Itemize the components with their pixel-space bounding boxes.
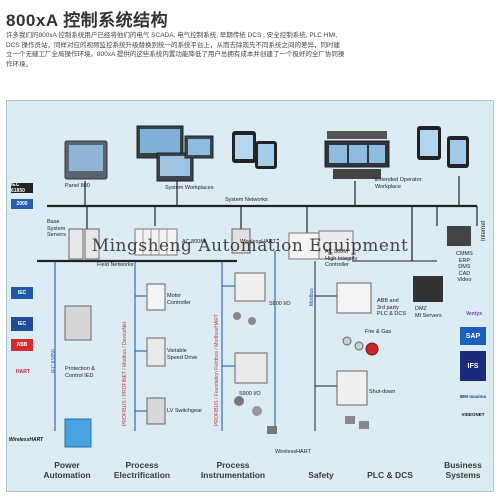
- panel800-label: Panel 800: [65, 183, 90, 189]
- server-icon: [68, 228, 84, 260]
- motor-controller-label: Motor Controller: [167, 293, 191, 306]
- system-workplaces-label: System Workplaces: [165, 185, 214, 191]
- switchgear-icon: [146, 397, 166, 425]
- dmz-label: DMZ MI Servers: [415, 306, 442, 319]
- category-business-systems: Business Systems: [444, 460, 482, 480]
- shutdown-label: Shut-down: [369, 389, 396, 395]
- profibus-left-vertical-label: PROFIBUS / PROFINET / Modbus / DeviceNet: [122, 321, 128, 426]
- logo-ifs: IFS: [460, 351, 486, 381]
- s900-io-label: S900 I/O: [239, 391, 261, 397]
- dmz-server-icon: [413, 276, 443, 302]
- hi-controller-label: AC 800M High Integrity Controller: [325, 249, 358, 268]
- logo-iec-2: IEC: [11, 317, 33, 331]
- vsd-label: Variable Speed Drive: [167, 348, 198, 361]
- abb-3rd-party-label: ABB and 3rd party PLC & DCS: [377, 298, 407, 317]
- logo-iec-1: IEC: [11, 287, 33, 299]
- base-servers-label: Base System Servers: [47, 219, 66, 238]
- wirelesshart-top-label: WirelessHART: [240, 239, 276, 245]
- iec61850-vertical-label: IEC 61850: [51, 349, 57, 373]
- logo-ibm-maximo: IBM maximo: [459, 393, 487, 399]
- wirelesshart-bottom-label: WirelessHART: [275, 449, 311, 455]
- wireless-gateway-icon: [231, 228, 251, 254]
- s800-io-label: S800 I/O: [269, 301, 291, 307]
- protection-ied-label: Protection & Control IED: [65, 366, 95, 379]
- valve-icon: [345, 416, 355, 424]
- lv-switchgear-label: LV Switchgear: [167, 408, 203, 414]
- category-safety: Safety: [308, 470, 334, 480]
- fire-detector-icon: [342, 336, 352, 346]
- logo-abb: ABB: [11, 339, 33, 351]
- system-networks-label: System Networks: [225, 197, 268, 203]
- ac800m-rack-icon: [134, 228, 178, 256]
- category-power-automation: Power Automation: [43, 460, 91, 480]
- field-networks-label: Field Networks: [97, 262, 134, 268]
- watermark-text: Mingsheng Automation Equipment: [91, 236, 409, 256]
- category-process-instrumentation: Process Instrumentation: [200, 460, 266, 480]
- s800-io-icon: [234, 272, 266, 302]
- diagram-drawing: [37, 125, 478, 448]
- logo-iec61850: IEC 61850: [11, 183, 33, 193]
- business-list-label: CMMS ERP DMS CAD Video: [456, 251, 473, 283]
- category-process-electrification: Process Electrification: [113, 460, 171, 480]
- logo-videonet: VIDEONET: [461, 411, 485, 417]
- shutdown-rack-icon: [336, 370, 368, 406]
- motor-controller-icon: [146, 283, 166, 311]
- business-server-icon: [447, 226, 471, 246]
- s900-io-icon: [234, 352, 268, 384]
- ac800m-label: AC 800M: [182, 239, 205, 245]
- logo-hart: HART: [16, 369, 30, 375]
- logo-wirelesshart: WirelessHART: [9, 437, 43, 443]
- logo-ventyx: Ventyx: [465, 311, 483, 317]
- architecture-diagram: Panel 800 System Workplaces System Netwo…: [6, 100, 494, 492]
- breaker-icon: [64, 418, 92, 448]
- fire-gas-label: Fire & Gas: [365, 329, 392, 335]
- vsd-icon: [146, 337, 166, 367]
- modbus-vertical-label: Modbus: [309, 288, 315, 306]
- intro-paragraph: 许多我们的800xA 控制系统用户已经将他们的电气 SCADA, 电气控制系统,…: [6, 32, 345, 68]
- transmitter-icon: [233, 312, 241, 320]
- extended-workplace-icon: [327, 131, 387, 139]
- page-title: 800xA 控制系统结构: [6, 11, 169, 30]
- logo-2000: 2000: [11, 199, 33, 209]
- plc-rack-icon: [336, 282, 372, 314]
- logo-sap: SAP: [460, 327, 486, 345]
- ied-icon: [64, 305, 92, 341]
- extended-operator-label: Extended Operator Workplace: [375, 177, 422, 190]
- profibus-mid-vertical-label: PROFIBUS / Foundation Fieldbus / Modbus/…: [214, 314, 220, 426]
- category-plc-dcs: PLC & DCS: [367, 470, 413, 480]
